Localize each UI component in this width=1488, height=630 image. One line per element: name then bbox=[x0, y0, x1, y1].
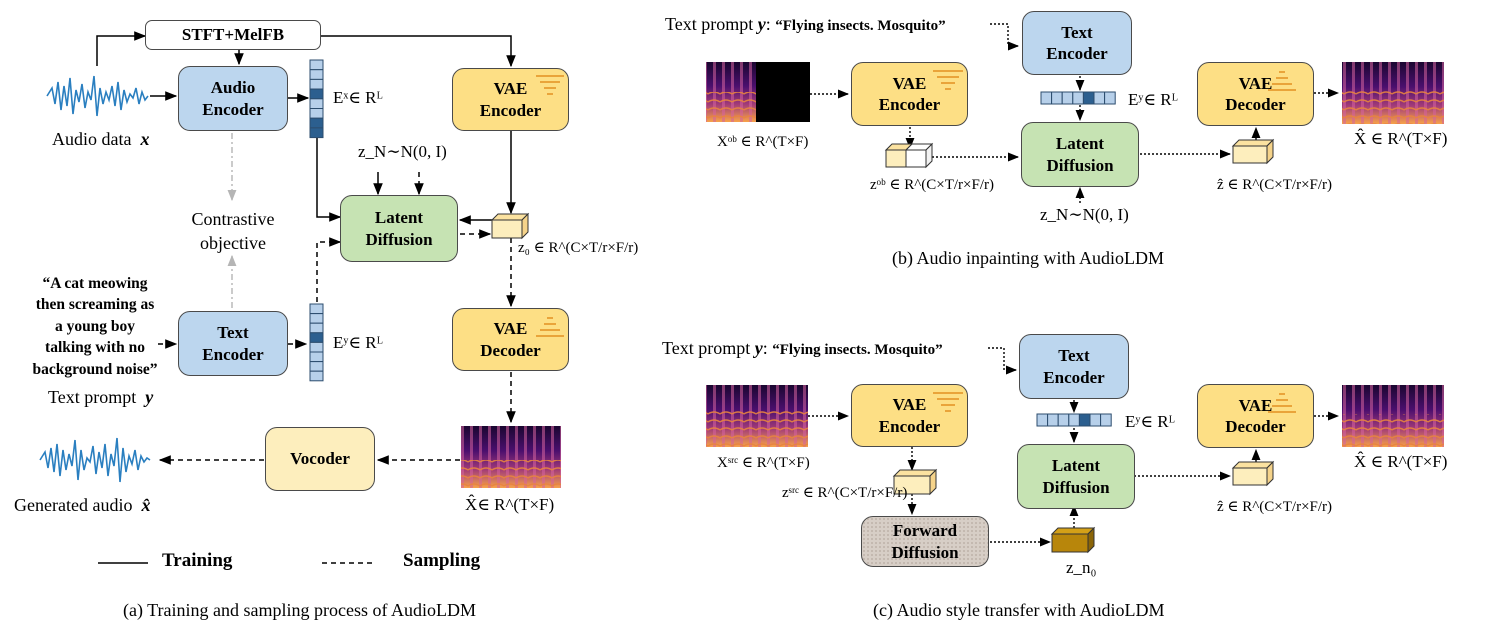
text-prompt-label-a: Text prompt y bbox=[48, 387, 154, 407]
text-prompt-example: “A cat meowing then screaming as a young… bbox=[32, 275, 158, 378]
legend-sampling-label: Sampling bbox=[403, 550, 481, 571]
xhat-label-c: X̂ ∈ R^(T×F) bbox=[1354, 452, 1448, 471]
zob-label: zᵒᵇ ∈ R^(C×T/r×F/r) bbox=[870, 177, 995, 193]
spectrogram-output-a bbox=[461, 426, 561, 488]
latent-zhat-cube-b bbox=[1231, 138, 1275, 165]
text-encoder-box-a: Text Encoder bbox=[178, 311, 288, 376]
latent-zsrc-cube bbox=[892, 468, 938, 496]
caption-b: (b) Audio inpainting with AudioLDM bbox=[892, 248, 1164, 268]
audio-waveform bbox=[46, 75, 149, 117]
spectrogram-source-input bbox=[706, 385, 808, 447]
latent-diffusion-box-a: Latent Diffusion bbox=[340, 195, 458, 262]
text-embedding-vector-b bbox=[1040, 91, 1116, 105]
zhat-label-b: ẑ ∈ R^(C×T/r×F/r) bbox=[1217, 177, 1333, 193]
latent-diffusion-box-b: Latent Diffusion bbox=[1021, 122, 1139, 187]
text-encoder-box-c: Text Encoder bbox=[1019, 334, 1129, 399]
stft-melfb-box: STFT+MelFB bbox=[145, 20, 321, 50]
ex-embedding-label: Eˣ∈ Rᴸ bbox=[333, 88, 383, 107]
vae-encoder-box-c: VAE Encoder bbox=[851, 384, 968, 447]
latent-z0-cube bbox=[490, 212, 530, 240]
caption-a: (a) Training and sampling process of Aud… bbox=[123, 600, 476, 620]
spectrogram-output-c bbox=[1342, 385, 1444, 447]
text-encoder-box-b: Text Encoder bbox=[1022, 11, 1132, 75]
z0-label: z₀ ∈ R^(C×T/r×F/r) bbox=[518, 240, 639, 256]
text-embedding-vector-c bbox=[1036, 413, 1112, 427]
xhat-label-a: X̂∈ R^(T×F) bbox=[465, 495, 555, 514]
latent-diffusion-box-c: Latent Diffusion bbox=[1017, 444, 1135, 509]
latent-zhat-cube-c bbox=[1231, 460, 1275, 487]
text-prompt-label-b: Text prompt y: “Flying insects. Mosquito… bbox=[665, 14, 946, 34]
vae-decoder-box-a: VAE Decoder bbox=[452, 308, 569, 371]
ey-embedding-label-b: Eʸ∈ Rᴸ bbox=[1128, 90, 1178, 109]
text-embedding-vector bbox=[309, 303, 324, 382]
latent-zn0-cube bbox=[1050, 526, 1096, 554]
ey-embedding-label-c: Eʸ∈ Rᴸ bbox=[1125, 412, 1175, 431]
vae-encoder-box-b: VAE Encoder bbox=[851, 62, 968, 126]
zsrc-label: zˢʳᶜ ∈ R^(C×T/r×F/r) bbox=[782, 485, 908, 501]
caption-c: (c) Audio style transfer with AudioLDM bbox=[873, 600, 1165, 620]
vae-decoder-box-c: VAE Decoder bbox=[1197, 384, 1314, 448]
contrastive-objective-label: Contrastive objective bbox=[191, 209, 275, 254]
spectrogram-output-b bbox=[1342, 62, 1444, 124]
legend-training-label: Training bbox=[162, 550, 233, 571]
xhat-label-b: X̂ ∈ R^(T×F) bbox=[1354, 129, 1448, 148]
zn0-label: z_n₀ bbox=[1066, 558, 1097, 577]
zn-label-b: z_N∼N(0, I) bbox=[1040, 205, 1129, 224]
xsrc-label: Xˢʳᶜ ∈ R^(T×F) bbox=[717, 455, 810, 471]
vae-decoder-box-b: VAE Decoder bbox=[1197, 62, 1314, 126]
zhat-label-c: ẑ ∈ R^(C×T/r×F/r) bbox=[1217, 499, 1333, 515]
spectrogram-masked-input bbox=[706, 62, 810, 122]
ey-embedding-label-a: Eʸ∈ Rᴸ bbox=[333, 333, 383, 352]
audio-data-label: Audio data x bbox=[52, 129, 150, 149]
xob-label: Xᵒᵇ ∈ R^(T×F) bbox=[717, 134, 809, 150]
audio-encoder-box: Audio Encoder bbox=[178, 66, 288, 131]
zn-label-a: z_N∼N(0, I) bbox=[358, 142, 447, 161]
forward-diffusion-box: Forward Diffusion bbox=[861, 516, 989, 567]
audio-embedding-vector bbox=[309, 59, 324, 139]
text-prompt-label-c: Text prompt y: “Flying insects. Mosquito… bbox=[662, 338, 943, 358]
generated-audio-label: Generated audio x̂ bbox=[14, 495, 151, 515]
vocoder-box: Vocoder bbox=[265, 427, 375, 491]
vae-encoder-box-a: VAE Encoder bbox=[452, 68, 569, 131]
latent-zob-cube bbox=[884, 142, 934, 169]
generated-waveform bbox=[39, 437, 151, 483]
